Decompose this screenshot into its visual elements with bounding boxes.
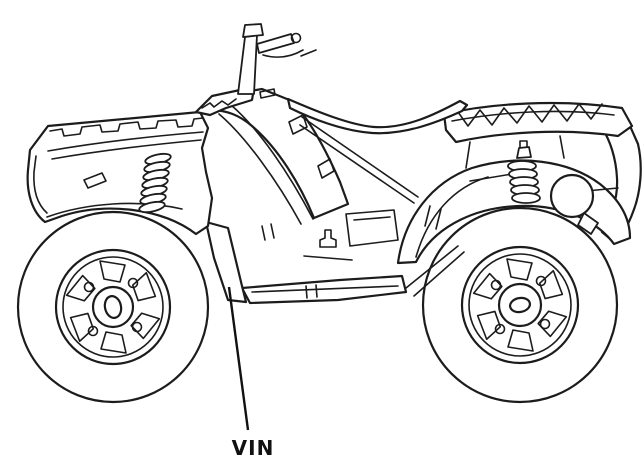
footboard bbox=[240, 274, 408, 305]
rear-shock-spring bbox=[507, 140, 541, 204]
front-shock-spring bbox=[138, 152, 172, 214]
rear-rack bbox=[442, 101, 634, 169]
vin-leader-line bbox=[227, 286, 250, 431]
frame-lines bbox=[261, 116, 465, 297]
front-wheel-lug-nuts bbox=[83, 277, 143, 337]
front-wheel-spokes bbox=[65, 260, 161, 354]
front-wheel bbox=[16, 210, 210, 404]
engine-bolt bbox=[319, 229, 337, 248]
engine-block bbox=[345, 209, 399, 247]
brake-lever bbox=[262, 49, 317, 58]
footwell-front-panel bbox=[204, 220, 248, 304]
muffler bbox=[549, 173, 599, 235]
vin-label: VIN bbox=[232, 436, 275, 460]
side-tank-panel bbox=[212, 87, 350, 225]
front-fender-and-rack bbox=[26, 110, 214, 236]
handlebar bbox=[237, 23, 317, 95]
handlebar-grip-end bbox=[290, 32, 302, 44]
rear-wheel bbox=[421, 206, 619, 404]
seat bbox=[286, 97, 469, 135]
rear-wheel-spokes bbox=[472, 258, 568, 352]
rear-wheel-lug-nuts bbox=[490, 275, 551, 335]
